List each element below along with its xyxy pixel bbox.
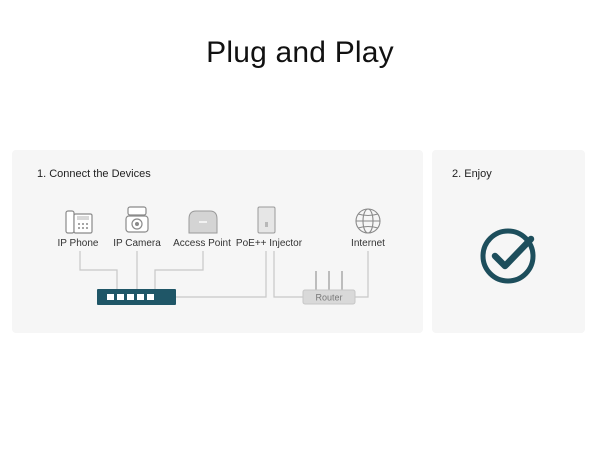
phone-cable: [79, 251, 118, 290]
enjoy-panel: 2. Enjoy: [432, 150, 585, 333]
connection-lines: [79, 251, 369, 298]
router-internet-cable: [355, 251, 369, 298]
injector-cable: [176, 251, 267, 298]
ip-camera-icon: [125, 206, 149, 233]
page-title: Plug and Play: [206, 36, 394, 69]
enjoy-heading: 2. Enjoy: [452, 168, 492, 180]
access-point-label: Access Point: [173, 238, 231, 249]
router-icon: Router: [302, 271, 356, 305]
poe-injector-icon: [257, 206, 276, 234]
injector-router-cable: [273, 251, 303, 298]
connect-heading: 1. Connect the Devices: [37, 168, 151, 180]
ap-cable: [154, 251, 204, 290]
ip-phone-label: IP Phone: [57, 238, 99, 249]
checkmark-badge-icon: [480, 228, 536, 284]
internet-globe-icon: [355, 208, 381, 234]
poe-injector-label: PoE++ Injector: [235, 238, 303, 249]
router-label: Router: [315, 293, 342, 303]
ip-phone-icon: [65, 210, 93, 234]
ip-camera-label: IP Camera: [113, 238, 161, 249]
internet-label: Internet: [351, 238, 385, 249]
access-point-icon: [188, 210, 218, 234]
poe-switch-icon: [97, 289, 176, 305]
